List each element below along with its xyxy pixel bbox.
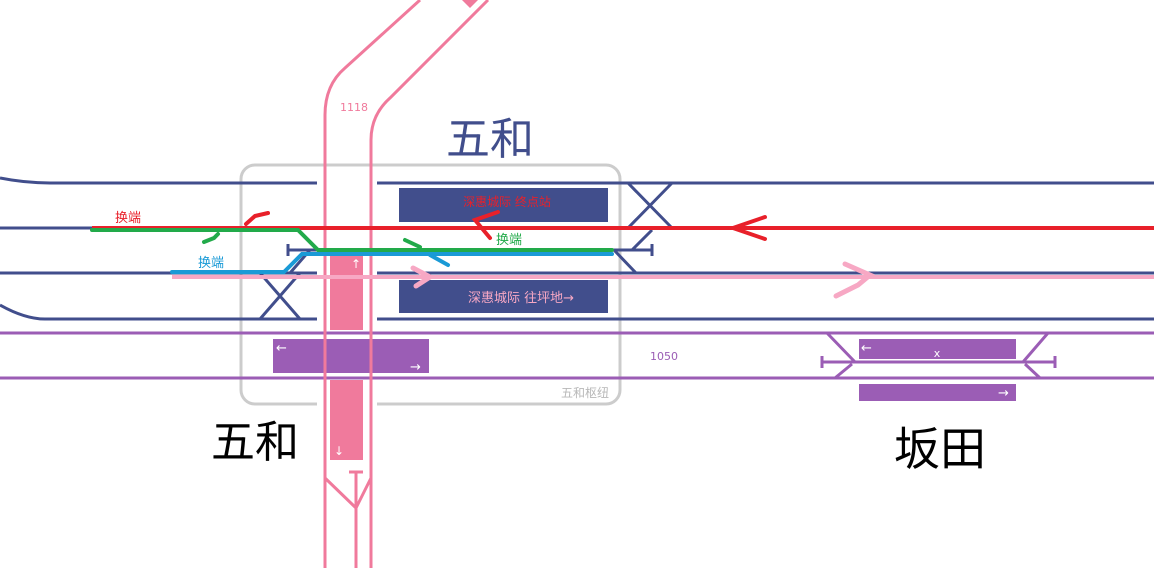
station-name-wuhe-lower: 五和 xyxy=(211,417,299,468)
arrow-up: ↑ xyxy=(351,257,361,271)
station-name-bantian: 坂田 xyxy=(894,422,986,476)
track-code-1118: 1118 xyxy=(340,101,368,114)
platform-navy-bottom xyxy=(399,280,608,313)
green-arrow xyxy=(202,232,422,249)
pink-junction xyxy=(323,470,373,568)
pink-track-2 xyxy=(369,0,490,568)
hub-outline xyxy=(239,163,622,406)
crossover-right xyxy=(612,181,674,275)
arrow-left: ← xyxy=(861,341,872,356)
turnback-label-red: 换端 xyxy=(115,211,141,226)
platform-pink-top xyxy=(330,253,363,330)
navy-track-1 xyxy=(0,176,1154,185)
pink-track-1 xyxy=(323,0,422,568)
arrow-left: ← xyxy=(276,341,287,356)
turnback-label-blue: 换端 xyxy=(198,256,224,271)
platform-purple-bantian-bottom xyxy=(859,384,1016,401)
purple-siding xyxy=(820,331,1057,380)
platform-navy-top xyxy=(399,188,608,222)
route-green xyxy=(90,228,614,252)
platform-pink-bottom xyxy=(330,380,363,460)
route-blue xyxy=(170,252,614,274)
track-code-1050: 1050 xyxy=(650,350,678,363)
turnback-label-green: 换端 xyxy=(496,233,522,248)
navy-track-4 xyxy=(0,303,1154,321)
platform-navy-top-label: 深惠城际 终点站 xyxy=(463,194,551,209)
route-overlays xyxy=(90,210,1154,299)
light-pink-arrow xyxy=(410,261,875,299)
platform-purple-wuhe xyxy=(273,339,429,373)
platform-purple-bantian-top xyxy=(859,339,1016,359)
station-name-wuhe-upper: 五和 xyxy=(446,114,534,165)
purple-tracks xyxy=(0,331,1154,380)
platform-mark: x xyxy=(934,347,941,360)
blue-arrow xyxy=(428,253,450,267)
hub-label: 五和枢纽 xyxy=(561,385,609,400)
arrow-right: → xyxy=(410,360,421,375)
platform-navy-bottom-label: 深惠城际 往坪地→ xyxy=(468,291,574,306)
red-arrow xyxy=(244,210,767,241)
arrow-right: → xyxy=(998,386,1009,401)
crossover-left xyxy=(258,249,312,320)
pink-diamond xyxy=(462,0,478,8)
arrow-down: ↓ xyxy=(334,444,344,458)
